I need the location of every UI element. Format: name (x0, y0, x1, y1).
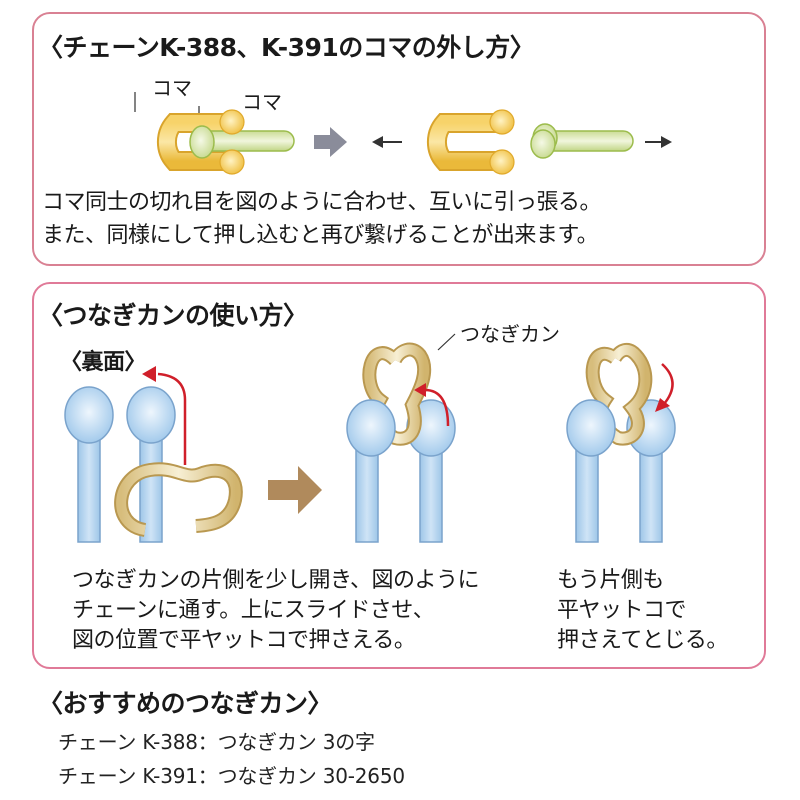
step1-line-1: つなぎカンの片側を少し開き、図のように (72, 568, 479, 593)
section1-instruction-line-1: コマ同士の切れ目を図のように合わせ、互いに引っ張る。 (42, 190, 602, 215)
brown-right-arrow-icon (268, 466, 322, 514)
koma-label-1: コマ (152, 76, 192, 100)
jump-ring-callout-label: つなぎカン (460, 322, 560, 346)
step2-line-3: 押さえてとじる。 (557, 628, 728, 653)
section1-instruction-line-2: また、同様にして押し込むと再び繋げることが出来ます。 (42, 223, 599, 248)
red-curved-arrow-icon (157, 372, 187, 465)
section1-heading: 〈チェーンK-388、K-391のコマの外し方〉 (38, 33, 535, 62)
step2-line-1: もう片側も (557, 568, 664, 593)
koma-label-2: コマ (242, 90, 282, 114)
section3-heading: 〈おすすめのつなぎカン〉 (38, 689, 333, 718)
chain-link-diagram (134, 92, 672, 175)
step1-line-3: 図の位置で平ヤットコで押さえる。 (72, 628, 416, 653)
step2-line-2: 平ヤットコで (557, 598, 687, 623)
back-side-label: 〈裏面〉 (60, 350, 147, 375)
recommendation-item: チェーン K-388：つなぎカン 3の字 (58, 730, 375, 754)
gray-right-arrow-icon (314, 127, 347, 157)
chain-pin-icon (64, 386, 176, 543)
section2-heading: 〈つなぎカンの使い方〉 (38, 301, 308, 330)
left-arrow-icon (372, 136, 402, 148)
recommendation-item: チェーン K-391：つなぎカン 30-2650 (58, 764, 405, 788)
jump-ring-diagram (64, 333, 676, 543)
section-chain-link-removal (32, 12, 766, 266)
right-arrow-icon (645, 136, 672, 148)
step1-line-2: チェーンに通す。上にスライドさせ、 (72, 598, 435, 623)
